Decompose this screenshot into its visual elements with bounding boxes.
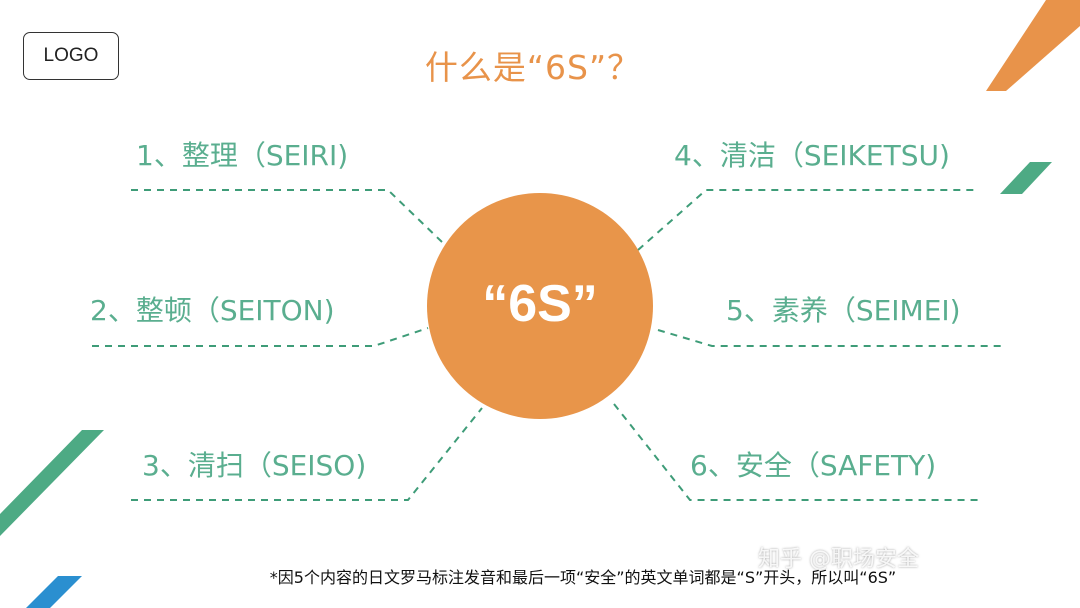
connector-6 [613,403,978,501]
orange-stripe-top-right [986,0,1080,91]
center-label: “6S” [482,275,598,333]
green-stripe-bottom-left [0,430,104,536]
item-seimei: 5、素养（SEIMEI) [726,294,961,327]
connector-3 [131,407,483,501]
item-seiketsu: 4、清洁（SEIKETSU) [674,139,950,172]
connector-1 [131,189,443,243]
connector-5 [657,329,1002,347]
item-seiton: 2、整顿（SEITON) [90,294,335,327]
center-circle: “6S” [427,193,653,419]
connector-2 [92,327,429,347]
item-safety: 6、安全（SAFETY) [690,449,937,482]
footnote: *因5个内容的日文罗马标注发音和最后一项“安全”的英文单词都是“S”开头，所以叫… [269,568,897,587]
item-seiso: 3、清扫（SEISO) [142,449,367,482]
logo-label: LOGO [43,45,99,66]
green-stripe-right [1000,162,1052,194]
logo-placeholder: LOGO [23,32,119,80]
item-seiri: 1、整理（SEIRI) [136,139,349,172]
watermark: 知乎 @职场安全 [758,547,919,572]
page-title: 什么是“6S”？ [424,48,642,87]
connector-lines [92,189,1002,501]
blue-stripe-bottom-left [26,576,82,608]
connector-4 [637,189,978,251]
